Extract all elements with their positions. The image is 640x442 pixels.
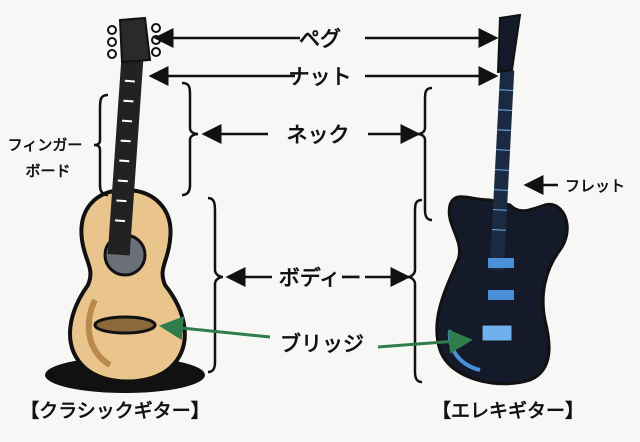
electric-guitar-illustration bbox=[435, 13, 569, 386]
bridge-arrows bbox=[159, 316, 473, 354]
label-nut: ナット bbox=[289, 65, 352, 89]
caption-electric-guitar: 【エレキギター】 bbox=[432, 399, 584, 422]
label-fret: フレット bbox=[565, 177, 625, 195]
arrows bbox=[93, 28, 558, 384]
label-peg: ペグ bbox=[299, 27, 341, 51]
label-body: ボディー bbox=[279, 266, 362, 290]
label-fingerboard-1: フィンガー bbox=[8, 136, 83, 154]
label-fingerboard-2: ボード bbox=[25, 162, 70, 180]
label-bridge: ブリッジ bbox=[280, 332, 364, 356]
caption-classical-guitar: 【クラシックギター】 bbox=[20, 399, 210, 422]
label-neck: ネック bbox=[287, 123, 350, 147]
classical-guitar-illustration bbox=[45, 16, 205, 393]
